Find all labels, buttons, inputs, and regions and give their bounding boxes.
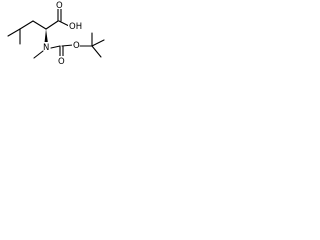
bond-tbu-methyl-bottom bbox=[91, 45, 102, 58]
atom-label-acid-oxygen: O bbox=[56, 1, 63, 11]
isobutyl-side-chain bbox=[7, 20, 47, 45]
carboxylic-acid-group: O OH bbox=[45, 0, 82, 32]
bond-carbamate-ester-o bbox=[61, 44, 74, 47]
n-methyl-amine: N bbox=[33, 42, 51, 59]
boc-protecting-group: O O bbox=[50, 32, 105, 67]
atom-label-hydroxyl: OH bbox=[69, 22, 82, 32]
bond-n-carbamate bbox=[50, 45, 61, 49]
stereo-wedge-bond bbox=[44, 29, 48, 42]
wedge-alpha-nitrogen bbox=[44, 29, 48, 42]
bond-ch-ch2 bbox=[19, 20, 34, 30]
chemical-structure-diagram: O OH N O O bbox=[7, 0, 105, 67]
bond-carboxyl-oh bbox=[58, 20, 70, 27]
atom-label-nitrogen: N bbox=[43, 43, 49, 53]
bond-methyl-top bbox=[7, 28, 21, 37]
bond-ch2-alpha bbox=[32, 20, 47, 30]
bond-n-methyl bbox=[33, 50, 44, 59]
bond-tbu-methyl-right bbox=[91, 39, 105, 47]
bond-alpha-carboxyl bbox=[45, 20, 59, 30]
atom-label-ester-oxygen: O bbox=[73, 41, 80, 51]
atom-label-carbamate-oxygen: O bbox=[58, 57, 65, 67]
